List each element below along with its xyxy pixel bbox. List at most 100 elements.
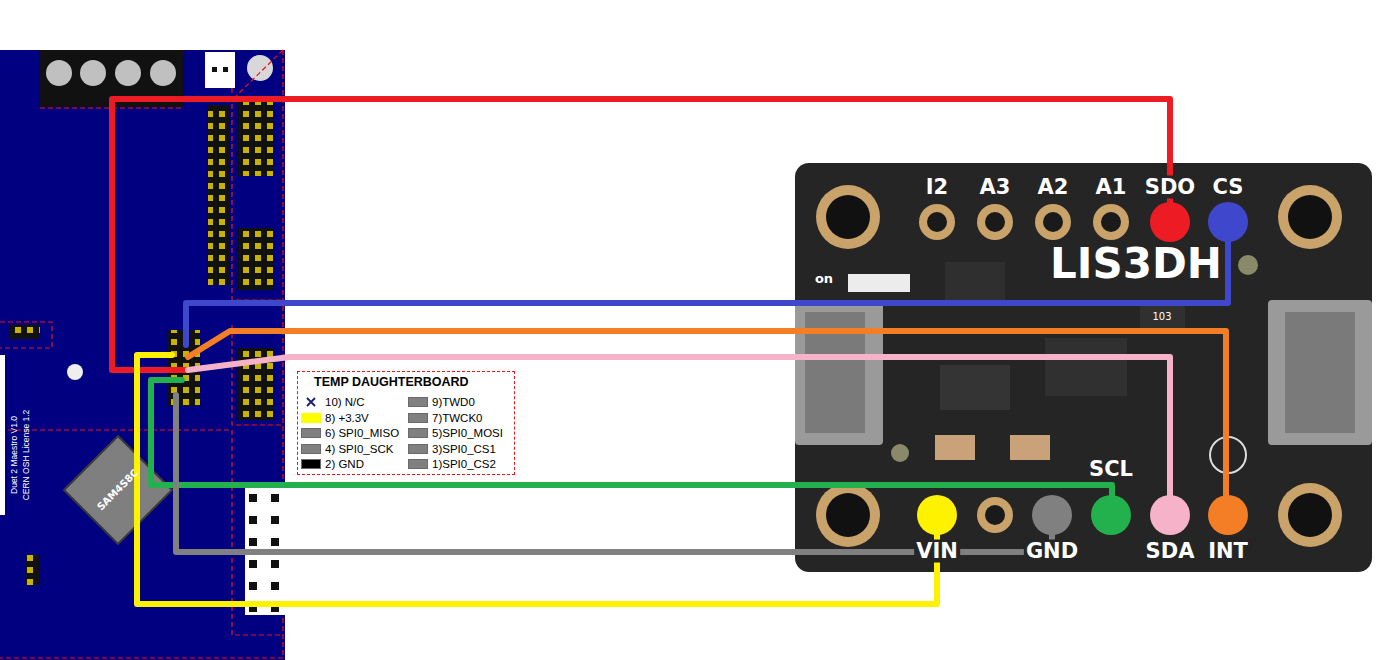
legend-text: 3)SPI0_CS1 (432, 443, 496, 455)
controller-board-body (205, 52, 235, 88)
pin-header (10, 325, 40, 339)
legend-entry: 10) N/C (301, 395, 365, 409)
pin-label: A3 (978, 176, 1013, 199)
legend-swatch (408, 459, 428, 469)
controller-board-body (67, 364, 83, 380)
pin-header (238, 100, 274, 176)
pin-pad (1150, 202, 1190, 242)
mcu-chip: SAM4S8C (63, 435, 173, 545)
pin-pad (1091, 495, 1131, 535)
part-marking: 103 (1152, 312, 1171, 322)
legend-swatch (301, 459, 321, 469)
controller-board-body (223, 67, 228, 72)
pin-label: INT (1206, 540, 1250, 563)
license-text: CERN OSH License 1.2 (22, 410, 31, 501)
pin-label: A1 (1094, 176, 1129, 199)
legend-swatch (301, 413, 321, 423)
pin-label: SCL (1087, 458, 1135, 481)
jumper-wire (186, 222, 1228, 345)
pin-pad (1208, 495, 1248, 535)
sensor-board-body (927, 212, 947, 232)
pcb-outline (0, 429, 232, 430)
pin-header (0, 355, 5, 515)
legend-entry: 6) SPI0_MISO (301, 426, 399, 440)
sensor-board-body (985, 505, 1005, 525)
pin-label: VIN (914, 540, 960, 563)
legend-entry: 1)SPI0_CS2 (408, 457, 496, 471)
sensor-board-body (977, 497, 1013, 533)
legend-entry: 3)SPI0_CS1 (408, 442, 496, 456)
sensor-board-body (826, 493, 870, 537)
sensor-board-body (945, 262, 1005, 302)
legend-entry: 9)TWD0 (408, 395, 475, 409)
legend-text: 5)SPI0_MOSI (432, 427, 503, 439)
controller-board-body (247, 55, 273, 81)
pin-label: CS (1211, 176, 1246, 199)
sensor-board-body (1093, 204, 1129, 240)
pin-label: GND (1024, 540, 1080, 563)
legend-swatch (408, 397, 428, 407)
legend-entry: 5)SPI0_MOSI (408, 426, 503, 440)
sensor-board-body (891, 444, 909, 462)
sensor-board-body (1238, 255, 1258, 275)
sensor-board-body (1045, 338, 1127, 396)
controller-board-body (115, 60, 141, 86)
sensor-board-body (940, 365, 1010, 410)
sensor-board-body (985, 212, 1005, 232)
sensor-board-body (1140, 306, 1185, 328)
sensor-board-body (1043, 212, 1063, 232)
legend-title: TEMP DAUGHTERBOARD (314, 375, 469, 389)
sensor-board-body (1288, 195, 1332, 239)
sensor-board-body (1268, 300, 1372, 445)
pcb-outline (232, 325, 283, 425)
controller-board-body (150, 60, 176, 86)
pin-header (208, 105, 230, 285)
legend-entry: 8) +3.3V (301, 411, 369, 425)
legend-text: 7)TWCK0 (432, 412, 482, 424)
controller-board-body (80, 60, 106, 86)
sensor-board-body (919, 204, 955, 240)
pin-pad (917, 495, 957, 535)
legend-entry: 4) SPI0_SCK (301, 442, 393, 456)
legend-text: 8) +3.3V (325, 412, 369, 424)
legend-entry: 2) GND (301, 457, 364, 471)
jumper-wire (151, 380, 1112, 515)
sensor-board-body (935, 435, 975, 460)
sensor-board-body (1278, 483, 1342, 547)
pcb-outline (0, 322, 52, 348)
sensor-board-body (795, 300, 883, 445)
legend-cross (307, 398, 315, 406)
pin-label: SDA (1144, 540, 1197, 563)
legend-text: 9)TWD0 (432, 396, 475, 408)
sensor-board-body (795, 163, 1372, 572)
sensor-board-body (816, 483, 880, 547)
pin-pad (1032, 495, 1072, 535)
sensor-board-body (1278, 185, 1342, 249)
legend-text: 10) N/C (325, 396, 365, 408)
pcb-outline (232, 88, 283, 300)
legend-cross (301, 397, 321, 407)
legend-text: 6) SPI0_MISO (325, 427, 399, 439)
pinout-legend: TEMP DAUGHTERBOARD 10) N/C 8) +3.3V 6) SPI0… (297, 371, 515, 475)
sensor-board-body (848, 274, 910, 292)
legend-swatch (301, 444, 321, 454)
pin-label: A2 (1036, 176, 1071, 199)
pcb-outline (232, 50, 283, 100)
board-name: LIS3DH (1050, 243, 1222, 285)
pin-label: SDO (1143, 176, 1197, 199)
sensor-board-body (977, 204, 1013, 240)
sensor-board-body (816, 185, 880, 249)
pin-header (25, 555, 39, 585)
sensor-board-body (1035, 204, 1071, 240)
legend-text: 4) SPI0_SCK (325, 443, 393, 455)
pin-pad (917, 202, 1248, 535)
sensor-board-body (1101, 212, 1121, 232)
silkscreen-text: on (815, 272, 833, 285)
legend-text: 2) GND (325, 458, 364, 470)
sensor-board-body (795, 163, 1372, 572)
legend-swatch (408, 444, 428, 454)
legend-entry: 7)TWCK0 (408, 411, 482, 425)
jumper-wire (188, 357, 1170, 515)
pin-header (238, 228, 274, 290)
